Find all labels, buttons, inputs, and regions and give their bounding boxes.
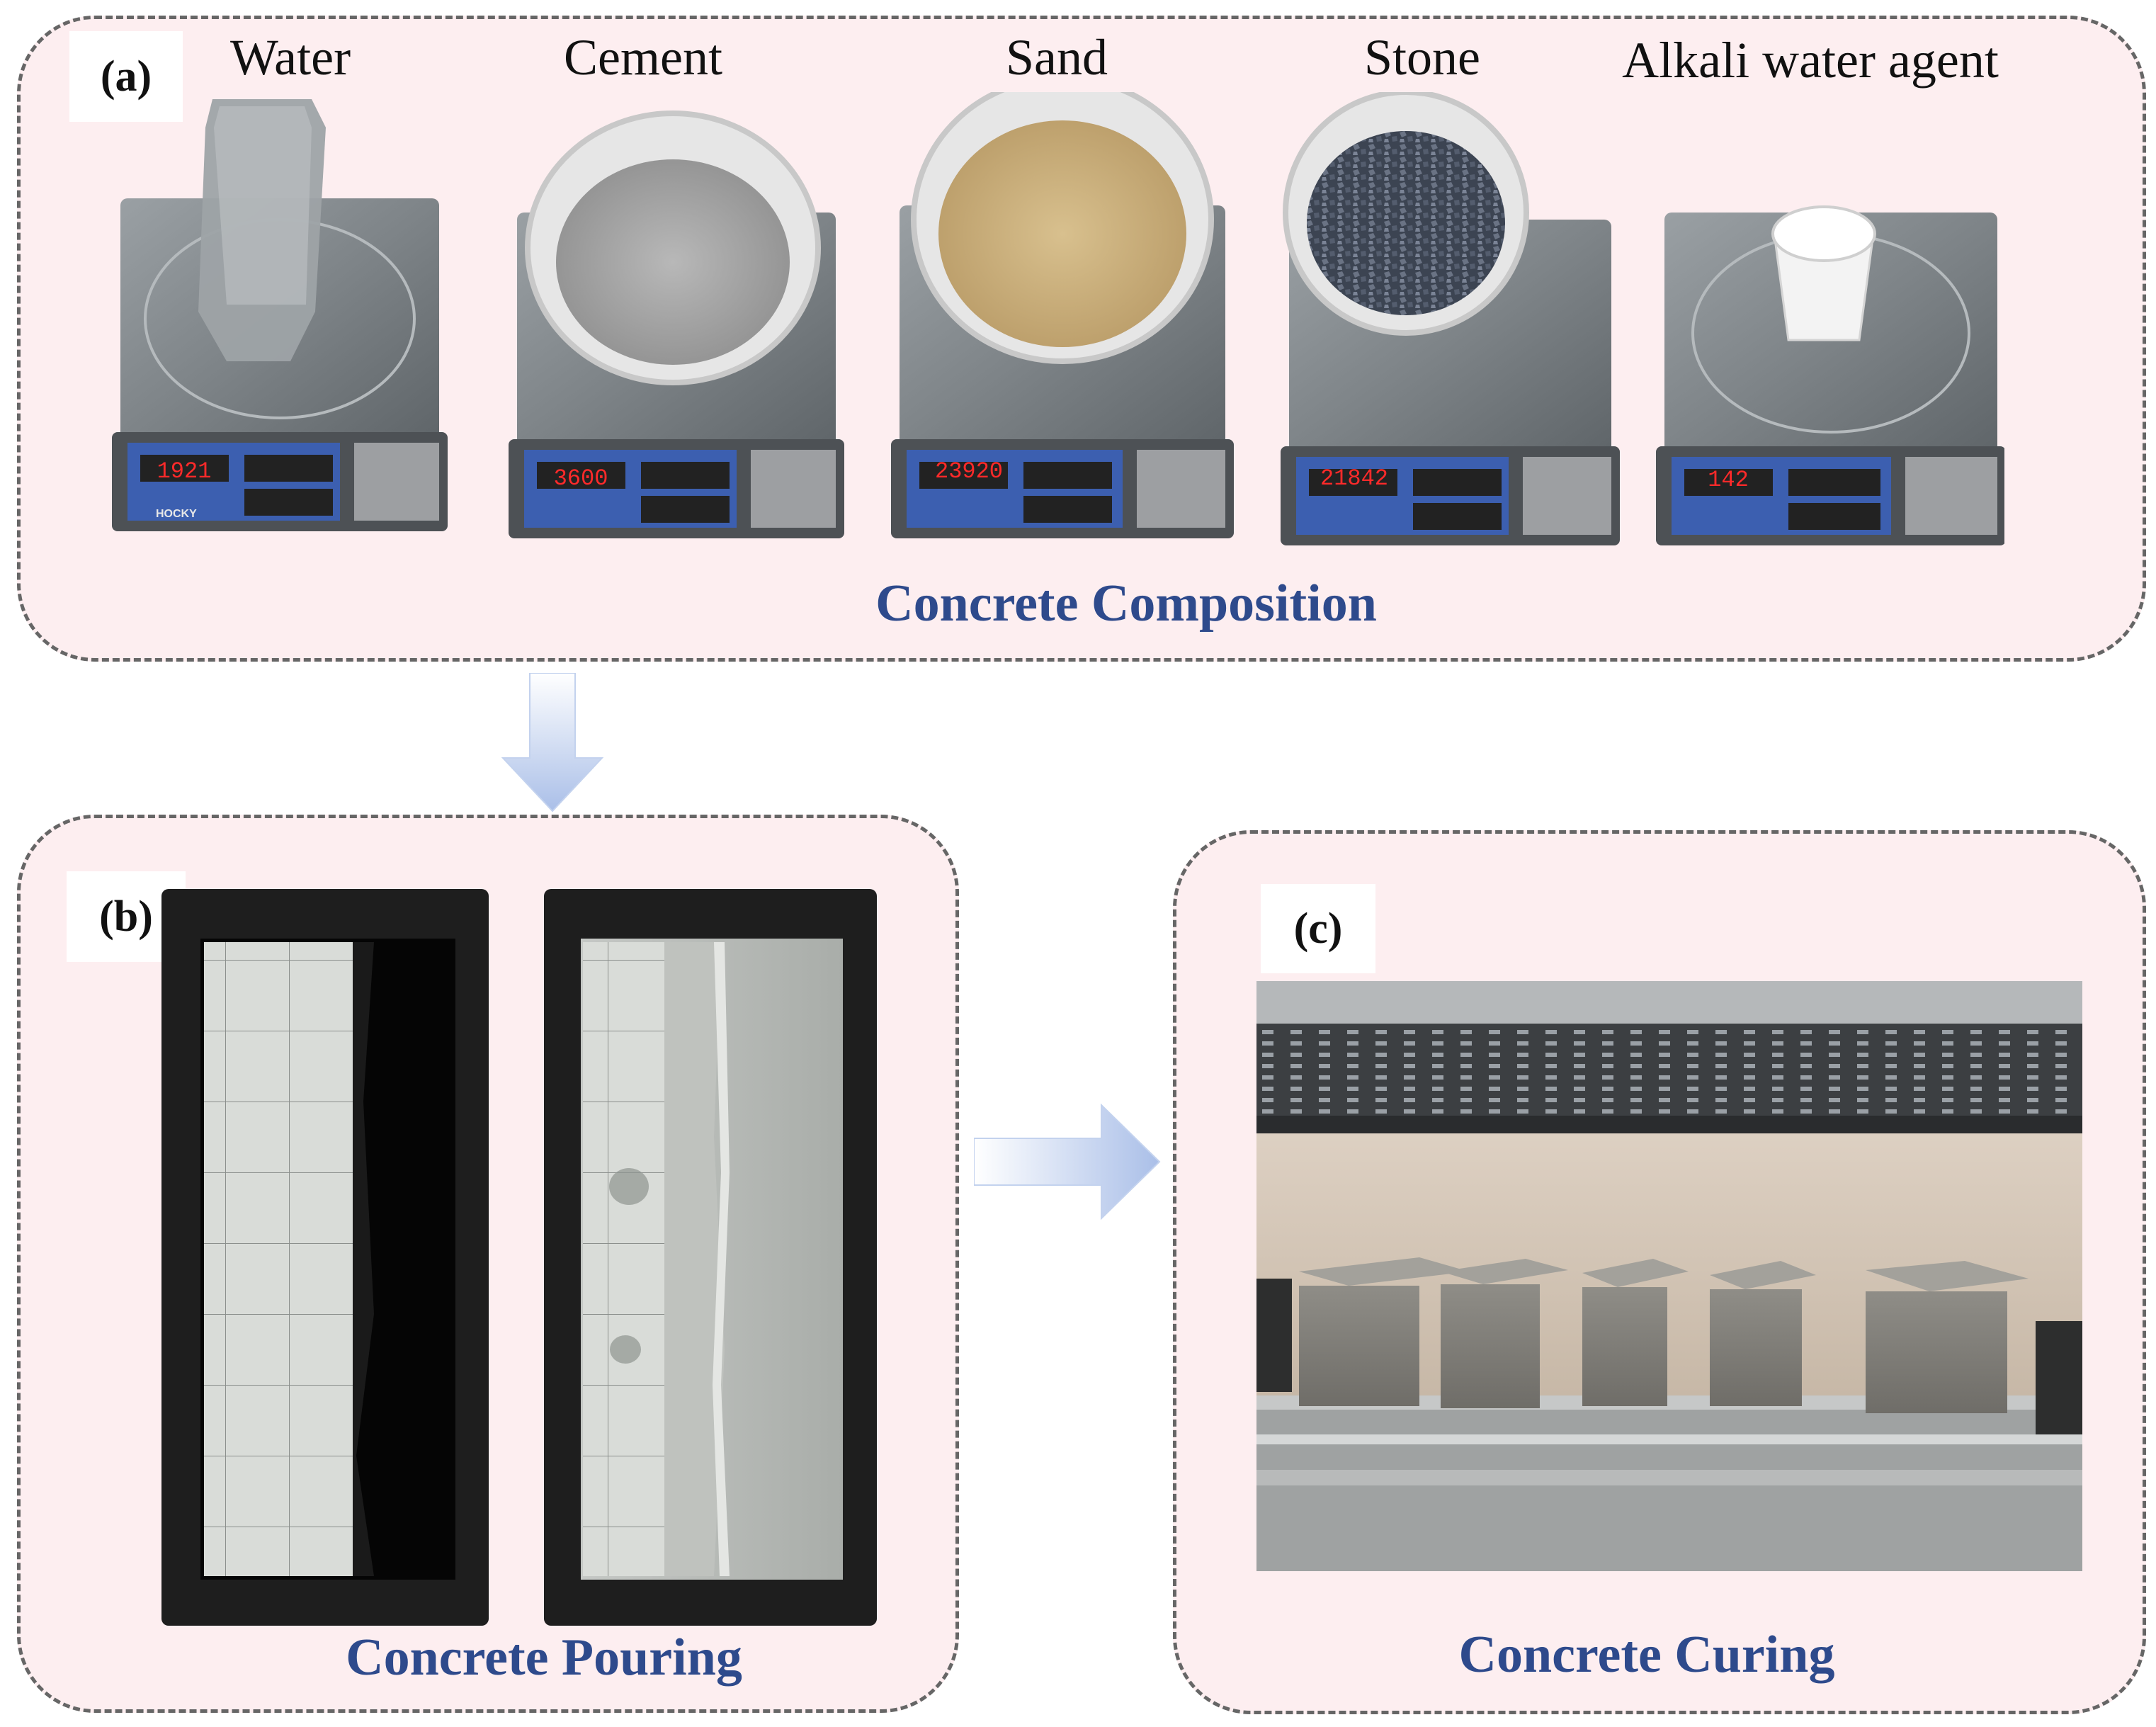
scales-photo-strip: 1921 HOCKY 3600 23920 <box>112 92 2004 545</box>
concrete-block-4 <box>1710 1261 1816 1406</box>
panel-c-caption: Concrete Curing <box>1458 1626 1835 1684</box>
concrete-block-5 <box>1866 1261 2029 1413</box>
scale-cement <box>509 111 844 538</box>
molds-photo <box>161 889 877 1626</box>
label-stone: Stone <box>1363 29 1481 86</box>
concrete-block-3 <box>1582 1259 1689 1406</box>
scale-water-brand: HOCKY <box>156 508 197 520</box>
down-arrow <box>501 673 604 812</box>
concrete-block-2 <box>1441 1259 1568 1408</box>
panel-a-tag: (a) <box>69 31 183 122</box>
label-sand: Sand <box>1006 29 1108 86</box>
scale-water-display: 1921 <box>157 458 212 485</box>
mold-right <box>544 889 877 1626</box>
scale-water <box>112 99 448 531</box>
right-arrow <box>974 1103 1161 1221</box>
mold-left <box>161 889 489 1626</box>
scale-alkali-display: 142 <box>1708 467 1749 493</box>
panel-b-caption: Concrete Pouring <box>346 1629 742 1687</box>
scale-stone <box>1281 92 1620 545</box>
panel-c-tag: (c) <box>1261 884 1375 973</box>
scale-stone-display: 21842 <box>1320 465 1388 492</box>
label-alkali-water-agent: Alkali water agent <box>1622 32 1999 89</box>
scale-sand-display: 23920 <box>935 458 1003 485</box>
label-cement: Cement <box>564 29 722 86</box>
scale-sand <box>891 92 1234 538</box>
panel-a-caption: Concrete Composition <box>875 574 1377 633</box>
curing-chamber-photo <box>1256 981 2082 1571</box>
concrete-block-1 <box>1299 1257 1469 1406</box>
scale-alkali <box>1656 205 2004 545</box>
label-water: Water <box>229 29 351 86</box>
scale-cement-display: 3600 <box>554 465 608 492</box>
